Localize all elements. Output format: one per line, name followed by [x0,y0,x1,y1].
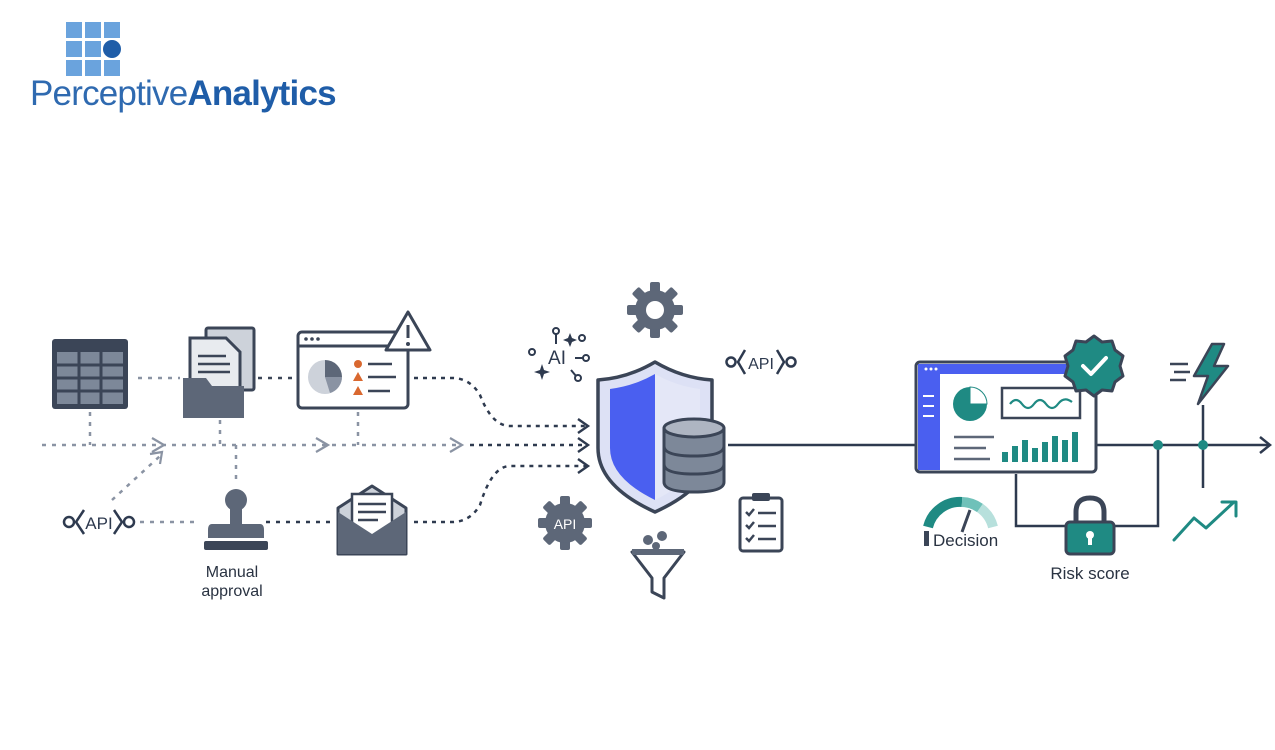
api-left-label: API [85,514,112,533]
gauge-icon [923,496,998,546]
api-connector-top-icon [725,349,797,375]
envelope-icon [336,484,408,556]
logo-grid-icon [66,22,121,76]
gear-icon [627,282,683,338]
risk-score-label: Risk score [1050,564,1130,583]
stamp-icon [204,489,268,550]
logo-wordmark: PerceptiveAnalytics [30,74,337,114]
dashboard-warning-icon [296,310,432,410]
funnel-icon [630,531,686,600]
trend-up-icon [1172,500,1238,542]
output-lines [728,405,1273,528]
api-gear-icon [538,496,592,550]
manual-approval-line2: approval [201,583,263,600]
connector-lines [42,376,591,524]
folder-documents-icon [183,326,256,418]
shield-database-icon [596,360,726,514]
ai-sparkle-icon [528,327,590,382]
api-top-label: API [748,356,774,373]
checklist-icon [738,493,784,553]
lightning-icon [1170,342,1230,406]
spreadsheet-icon [52,339,128,409]
decision-label: Decision [933,531,999,550]
logo-text-bold: Analytics [187,74,336,113]
logo-text-light: Perceptive [30,74,188,113]
checkmark-badge-icon [1063,334,1125,398]
api-connector-icon [62,509,136,535]
company-logo: PerceptiveAnalytics [30,18,337,128]
api-gear-label: API [554,516,577,532]
analytics-dashboard-icon [914,360,1098,474]
manual-approval-line1: Manual [205,564,259,581]
lock-icon [1064,495,1116,556]
ai-label: AI [548,348,566,369]
manual-approval-label: Manual approval [186,563,278,601]
